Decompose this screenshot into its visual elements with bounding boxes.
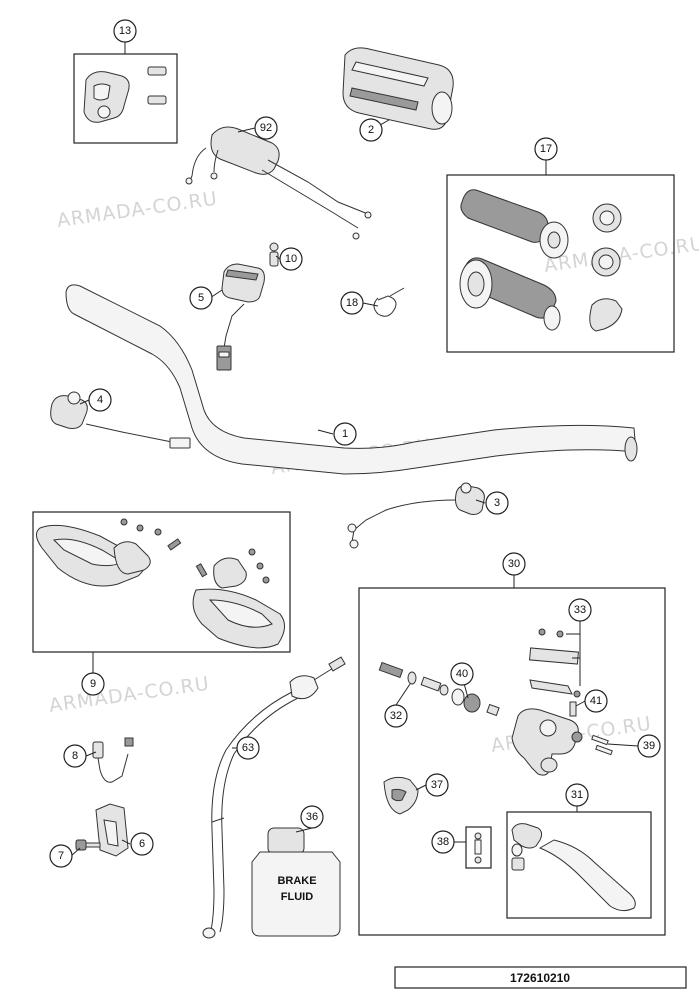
part-6-bracket — [95, 803, 129, 857]
callout-label: 36 — [306, 811, 318, 823]
callout-label: 41 — [590, 695, 602, 707]
callouts: 1 2 3 4 5 6 7 8 9 10 13 17 18 30 31 32 3… — [49, 19, 661, 868]
part-30-master-cylinder-assembly — [358, 587, 666, 936]
callout-label: 17 — [540, 143, 552, 155]
callout-39: 39 — [637, 734, 661, 758]
brake-fluid-label-line1: BRAKE — [277, 875, 316, 887]
callout-10: 10 — [279, 247, 303, 271]
callout-8: 8 — [63, 744, 87, 768]
callout-label: 5 — [198, 292, 204, 304]
callout-13: 13 — [113, 19, 137, 43]
document-number-box: 172610210 — [394, 966, 687, 989]
callout-17: 17 — [534, 137, 558, 161]
callout-7: 7 — [49, 844, 73, 868]
callout-2: 2 — [359, 118, 383, 142]
callout-label: 63 — [242, 742, 254, 754]
part-36-brake-fluid: BRAKE FLUID — [251, 827, 341, 937]
callout-36: 36 — [300, 805, 324, 829]
callout-label: 9 — [90, 678, 96, 690]
callout-3: 3 — [485, 491, 509, 515]
part-8-cap — [92, 737, 134, 783]
callout-label: 32 — [390, 710, 402, 722]
callout-18: 18 — [340, 291, 364, 315]
callout-label: 40 — [456, 668, 468, 680]
callout-label: 18 — [346, 297, 358, 309]
callout-label: 1 — [342, 428, 348, 440]
watermark: ARMADA-CO.RU — [48, 673, 211, 717]
callout-label: 33 — [574, 604, 586, 616]
callout-label: 39 — [643, 740, 655, 752]
callout-label: 6 — [139, 838, 145, 850]
brake-fluid-label-line2: FLUID — [281, 891, 313, 903]
callout-5: 5 — [189, 286, 213, 310]
callout-1: 1 — [333, 422, 357, 446]
watermark: ARMADA-CO.RU — [56, 188, 219, 232]
part-9-handguards — [32, 511, 291, 653]
callout-label: 92 — [260, 122, 272, 134]
callout-40: 40 — [450, 662, 474, 686]
part-39-pins — [591, 734, 613, 756]
part-5-switch — [216, 263, 265, 371]
callout-38: 38 — [431, 830, 455, 854]
document-number: 172610210 — [510, 971, 570, 985]
part-2-handlebar-pad — [342, 47, 454, 130]
part-4-switch-left — [50, 391, 191, 449]
callout-label: 4 — [97, 394, 103, 406]
part-92-throttle-cables — [185, 126, 372, 240]
part-32-piston-kit — [378, 661, 465, 706]
callout-9: 9 — [81, 672, 105, 696]
part-7-bolt — [75, 839, 101, 851]
callout-31: 31 — [565, 783, 589, 807]
part-3-switch-right — [347, 482, 485, 549]
callout-label: 10 — [285, 253, 297, 265]
part-31-lever — [506, 811, 652, 919]
callout-label: 37 — [431, 779, 443, 791]
part-13-throttle-housing — [73, 53, 178, 144]
callout-4: 4 — [88, 388, 112, 412]
part-63-brake-line — [202, 656, 346, 939]
callout-label: 38 — [437, 836, 449, 848]
part-40-boot — [463, 693, 500, 717]
callout-6: 6 — [130, 832, 154, 856]
callout-63: 63 — [236, 736, 260, 760]
callout-label: 8 — [72, 750, 78, 762]
part-37-cover — [383, 776, 419, 815]
callout-label: 2 — [368, 124, 374, 136]
callout-33: 33 — [568, 598, 592, 622]
part-33-reservoir-cap — [529, 628, 581, 698]
callout-label: 13 — [119, 25, 131, 37]
part-38-bolt — [465, 826, 492, 869]
part-18-cable-tie — [373, 287, 405, 317]
callout-label: 7 — [58, 850, 64, 862]
callout-label: 30 — [508, 558, 520, 570]
part-10-screw — [269, 242, 279, 267]
callout-label: 3 — [494, 497, 500, 509]
callout-30: 30 — [502, 552, 526, 576]
callout-37: 37 — [425, 773, 449, 797]
part-41-pin — [569, 701, 577, 717]
callout-41: 41 — [584, 689, 608, 713]
callout-label: 31 — [571, 789, 583, 801]
callout-32: 32 — [384, 704, 408, 728]
part-17-grips — [446, 174, 675, 353]
part-1-handlebar — [65, 284, 638, 475]
callout-92: 92 — [254, 116, 278, 140]
